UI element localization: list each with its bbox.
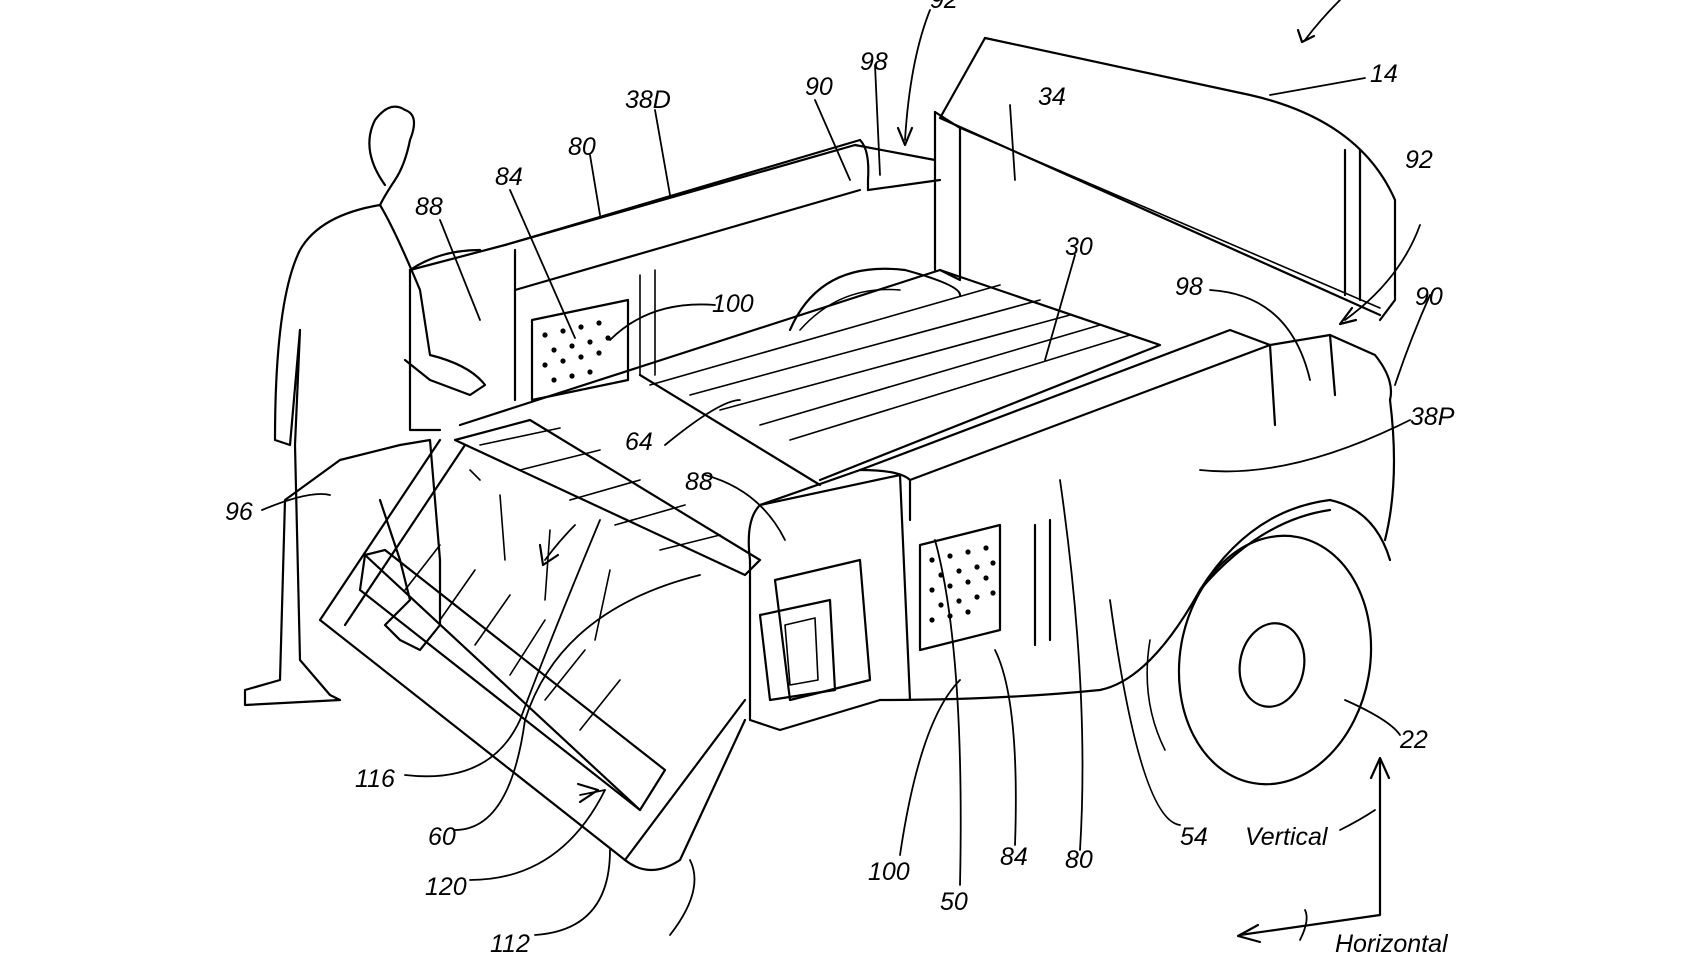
direction-arrows <box>538 0 1421 804</box>
label-88-mid: 88 <box>685 468 713 496</box>
label-120: 120 <box>425 873 467 901</box>
label-38P: 38P <box>1410 403 1455 431</box>
label-84-top: 84 <box>495 163 523 191</box>
bed-front-wall <box>933 110 962 282</box>
label-98-top: 98 <box>860 48 888 76</box>
reference-labels: 14 34 92 98 90 38D 80 84 88 100 30 98 92… <box>225 0 1455 956</box>
label-98-right: 98 <box>1175 273 1203 301</box>
leader-lines <box>261 64 1431 941</box>
person-figure <box>243 105 487 707</box>
label-60: 60 <box>428 823 456 851</box>
label-vertical: Vertical <box>1245 823 1329 851</box>
body-side-and-wheel <box>878 398 1396 786</box>
label-100-bottom: 100 <box>868 858 910 886</box>
label-horizontal: Horizontal <box>1335 930 1449 956</box>
cab-outline <box>938 36 1397 322</box>
tail-light-corner <box>747 473 912 732</box>
label-64: 64 <box>625 428 653 456</box>
label-96: 96 <box>225 498 253 526</box>
label-92-right: 92 <box>1405 146 1433 174</box>
tailgate-ramp <box>453 418 762 577</box>
label-90-right: 90 <box>1415 283 1443 311</box>
driver-side-rail <box>408 138 942 432</box>
passenger-side-rail <box>758 328 1393 647</box>
label-14: 14 <box>1370 60 1398 88</box>
label-100-top: 100 <box>712 290 754 318</box>
bed-floor <box>458 267 1162 487</box>
orientation-axes <box>1236 756 1391 944</box>
label-84-bottom: 84 <box>1000 843 1028 871</box>
label-22: 22 <box>1399 726 1428 754</box>
label-54: 54 <box>1180 823 1208 851</box>
ladder-step <box>318 438 747 872</box>
label-34: 34 <box>1038 83 1066 111</box>
label-80-top: 80 <box>568 133 596 161</box>
passenger-perforated-panel <box>918 523 1002 652</box>
label-50: 50 <box>940 888 968 916</box>
label-116: 116 <box>355 765 395 793</box>
label-88-top: 88 <box>415 193 443 221</box>
label-80-bottom: 80 <box>1065 846 1093 874</box>
label-30: 30 <box>1065 233 1093 261</box>
label-92-top: 92 <box>930 0 958 14</box>
label-90-top: 90 <box>805 73 833 101</box>
label-38D: 38D <box>625 86 671 114</box>
label-112: 112 <box>490 930 530 956</box>
driver-perforated-panel <box>530 298 630 402</box>
